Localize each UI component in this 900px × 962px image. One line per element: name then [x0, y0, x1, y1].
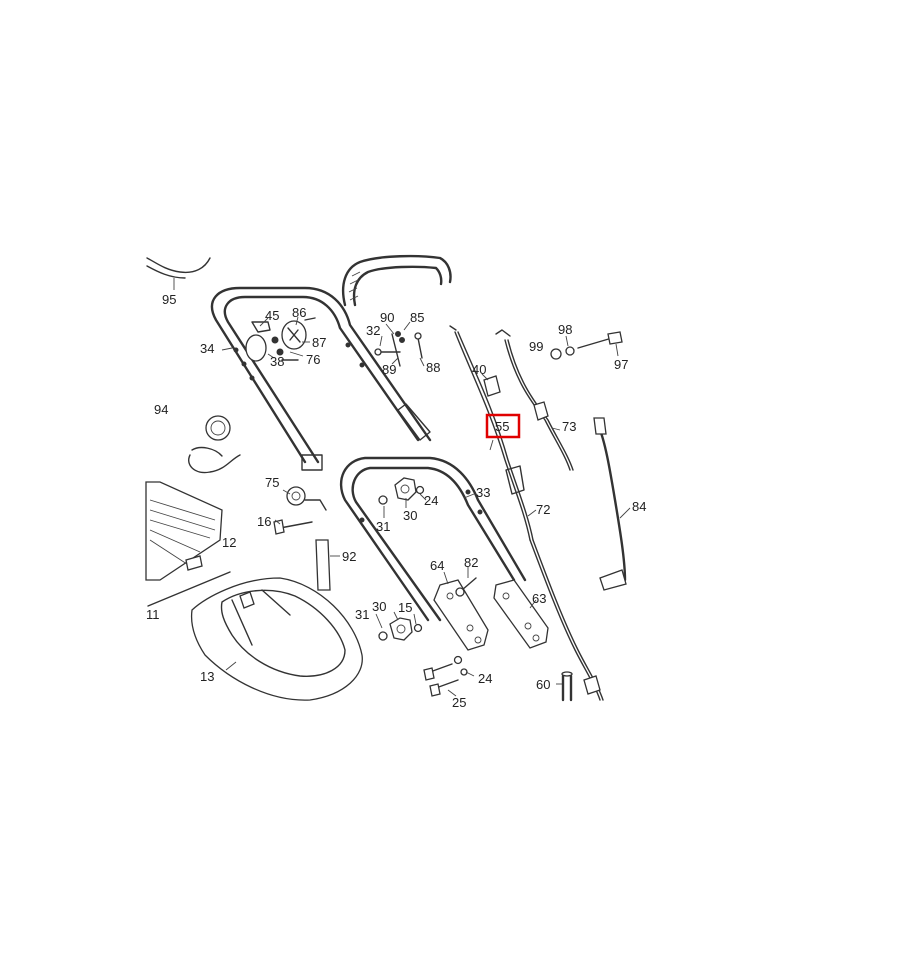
- label-part-98: 98: [558, 322, 572, 337]
- label-part-90: 90: [380, 310, 394, 325]
- part-switch-assembly: [245, 317, 316, 362]
- label-part-12: 12: [222, 535, 236, 550]
- part-13-grass-catcher: [190, 577, 363, 701]
- label-part-13: 13: [200, 669, 214, 684]
- label-part-30-lower: 30: [372, 599, 386, 614]
- label-part-72: 72: [536, 502, 550, 517]
- part-92-bracket: [315, 539, 331, 591]
- label-part-24-upper: 24: [424, 493, 438, 508]
- label-part-95: 95: [162, 292, 176, 307]
- part-60-rod: [561, 671, 573, 702]
- leader-lines: [173, 278, 631, 697]
- label-part-16: 16: [257, 514, 271, 529]
- highlight-box-55: [485, 413, 521, 439]
- label-part-60: 60: [536, 677, 550, 692]
- part-33-upper-handle: [339, 456, 527, 622]
- label-part-40: 40: [472, 362, 486, 377]
- label-part-94: 94: [154, 402, 168, 417]
- label-part-55: 55: [495, 419, 509, 434]
- part-12-lid: [145, 481, 231, 607]
- label-part-75: 75: [265, 475, 279, 490]
- part-95-drawing: [146, 257, 211, 279]
- label-part-82: 82: [464, 555, 478, 570]
- label-part-87: 87: [312, 335, 326, 350]
- label-part-86: 86: [292, 305, 306, 320]
- part-94-drawing: [188, 415, 241, 474]
- part-small-screws: [374, 331, 423, 367]
- part-34-lower-handle: [210, 286, 432, 471]
- label-part-88: 88: [426, 360, 440, 375]
- label-part-85: 85: [410, 310, 424, 325]
- part-lower-bolts: [423, 655, 468, 697]
- label-part-97: 97: [614, 357, 628, 372]
- label-part-24-lower: 24: [478, 671, 492, 686]
- label-part-92: 92: [342, 549, 356, 564]
- part-knob-set-upper: [378, 477, 425, 505]
- part-84-cable: [593, 417, 627, 591]
- label-part-11: 11: [146, 607, 160, 622]
- label-part-25: 25: [452, 695, 466, 710]
- part-knob-set-lower: [378, 617, 423, 641]
- part-spring-75: [273, 486, 327, 535]
- label-part-15: 15: [398, 600, 412, 615]
- label-part-30-upper: 30: [403, 508, 417, 523]
- label-part-34: 34: [200, 341, 214, 356]
- label-part-99: 99: [529, 339, 543, 354]
- label-part-31-lower: 31: [355, 607, 369, 622]
- label-part-33: 33: [476, 485, 490, 500]
- part-cables: [449, 325, 574, 541]
- part-number-labels: 95 94 34 45 86 87 76 38 90 85 32 89 88 4…: [146, 292, 646, 710]
- label-part-89: 89: [382, 362, 396, 377]
- label-part-84: 84: [632, 499, 646, 514]
- part-bail-bar: [341, 254, 452, 307]
- part-82-bolt: [455, 577, 477, 597]
- part-72-cable: [529, 539, 604, 701]
- label-part-73: 73: [562, 419, 576, 434]
- label-part-32: 32: [366, 323, 380, 338]
- label-part-64: 64: [430, 558, 444, 573]
- part-63-plate: [493, 579, 549, 649]
- label-part-76: 76: [306, 352, 320, 367]
- label-part-63: 63: [532, 591, 546, 606]
- label-part-45: 45: [265, 308, 279, 323]
- label-part-31-upper: 31: [376, 519, 390, 534]
- label-part-38: 38: [270, 354, 284, 369]
- part-64-plate: [433, 579, 489, 651]
- part-bolt-97: [550, 331, 623, 360]
